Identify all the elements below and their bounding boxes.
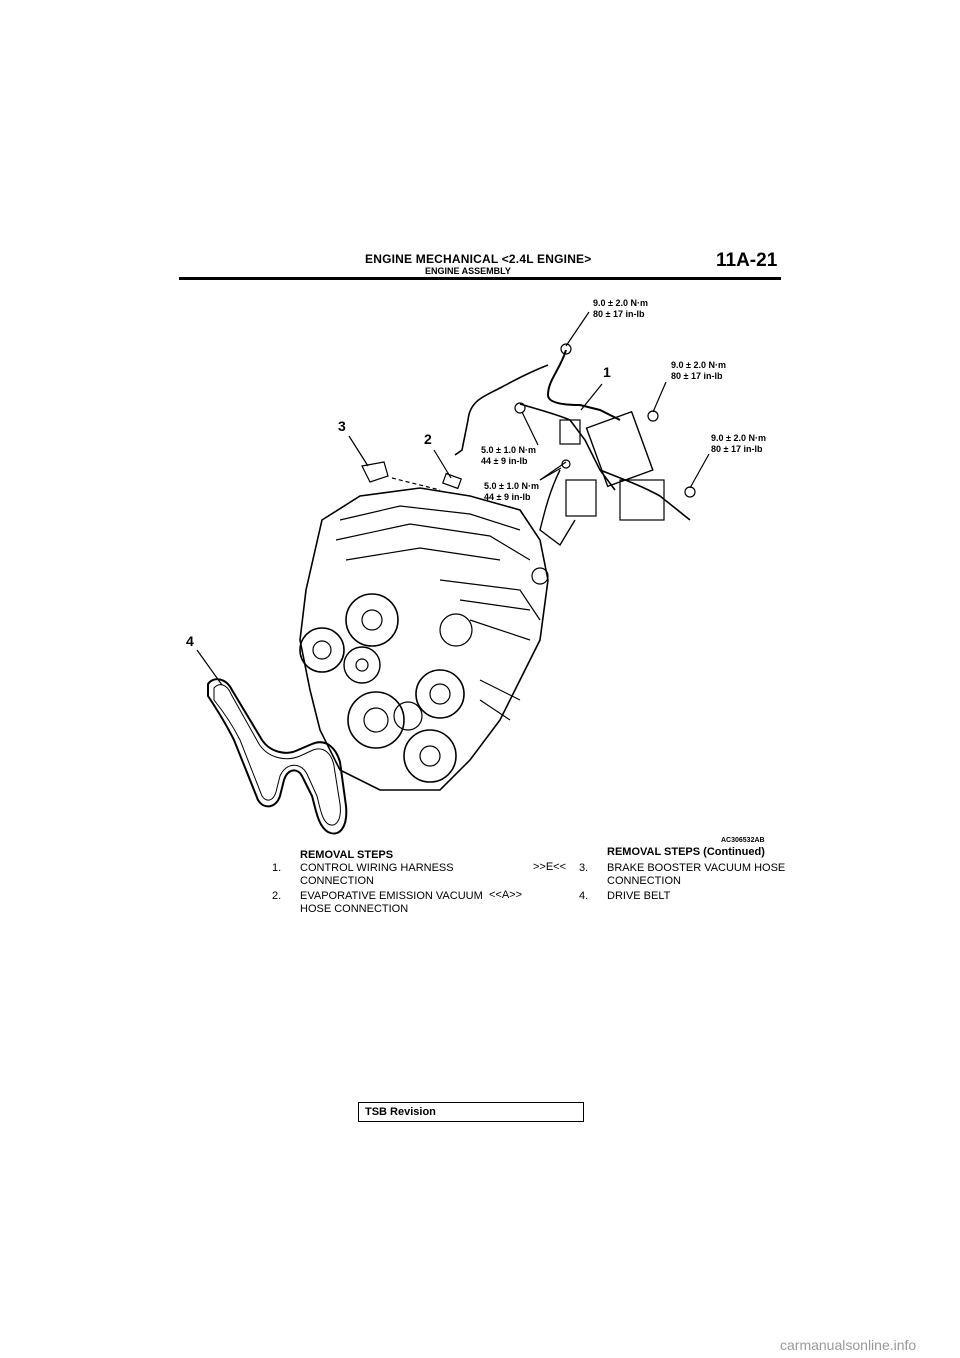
step-number: 2. xyxy=(272,890,282,902)
figure-id: AC306532AB xyxy=(721,837,765,844)
leader-line-torque-5b xyxy=(539,467,562,481)
removal-steps-heading: REMOVAL STEPS xyxy=(300,849,394,861)
callout-1: 1 xyxy=(603,364,611,380)
step-3-procedure-mark: >>E<< xyxy=(533,861,567,873)
leader-line-torque-3 xyxy=(689,453,710,489)
hose-alignment-dash xyxy=(391,477,441,491)
tsb-revision-box: TSB Revision xyxy=(358,1102,584,1122)
leader-line-torque-2 xyxy=(652,381,667,413)
callout-3: 3 xyxy=(338,418,346,434)
leader-line-torque-1 xyxy=(565,311,590,347)
leader-line-callout-3 xyxy=(348,435,369,467)
watermark: carmanualsonline.info xyxy=(780,1337,917,1353)
step-text: BRAKE BOOSTER VACUUM HOSE CONNECTION xyxy=(607,862,786,887)
step-text: CONTROL WIRING HARNESS CONNECTION xyxy=(300,862,454,887)
removal-steps-continued-heading: REMOVAL STEPS (Continued) xyxy=(607,846,765,858)
leader-line-torque-4 xyxy=(521,411,539,446)
step-text: DRIVE BELT xyxy=(607,890,671,902)
section-title: ENGINE MECHANICAL <2.4L ENGINE> xyxy=(365,252,592,266)
step-number: 3. xyxy=(579,862,589,874)
callout-2: 2 xyxy=(424,431,432,447)
step-number: 4. xyxy=(579,890,589,902)
tsb-revision-label: TSB Revision xyxy=(365,1106,436,1118)
step-number: 1. xyxy=(272,862,282,874)
section-subtitle: ENGINE ASSEMBLY xyxy=(425,266,511,276)
callout-4: 4 xyxy=(186,633,194,649)
page-number: 11A-21 xyxy=(716,250,778,271)
header-rule xyxy=(179,277,781,280)
step-4-procedure-mark: <<A>> xyxy=(489,889,523,901)
leader-line-callout-2 xyxy=(433,449,452,479)
step-text: EVAPORATIVE EMISSION VACUUM HOSE CONNECT… xyxy=(300,890,483,915)
